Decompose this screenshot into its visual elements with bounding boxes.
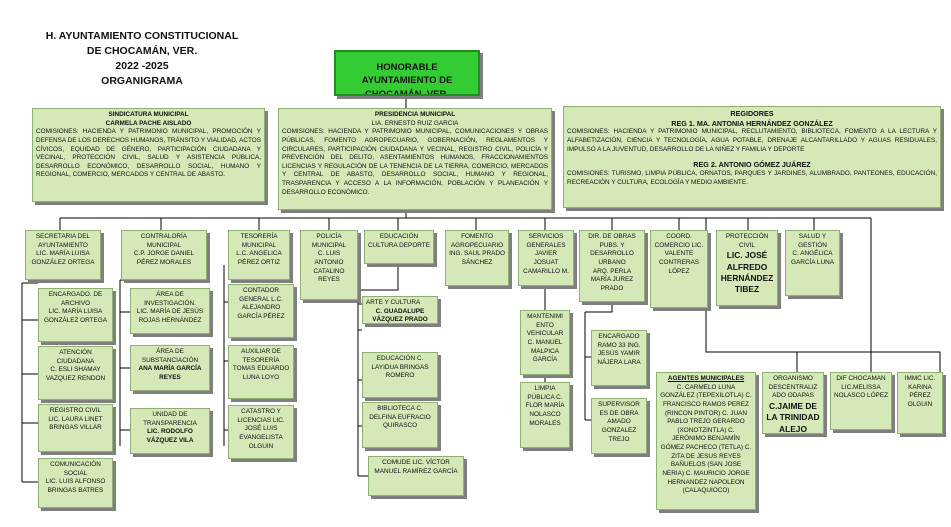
comunicacion-social-label: COMUNICACIÓN SOCIAL LIC. LUIS ALFONSO BR… — [45, 461, 106, 494]
area-substanciacion-title: ÁREA DE SUBSTANCIACIÓN — [141, 348, 199, 364]
auxiliar-tesoreria-box: AUXILIAR DE TESORERÍA TOMAS EDUARDO LUNA… — [228, 345, 294, 399]
tesoreria-label: TESORERÍA MUNICIPAL L.C. ANGELICA PÉREZ … — [236, 233, 282, 266]
comude-box: COMUDE LIC. VÍCTOR MANUEL RAMÍREZ GARCÍA — [368, 456, 464, 496]
proteccion-civil-title: PROTECCIÓN CIVIL — [725, 233, 769, 249]
secretaria-label: SECRETARIA DEL AYUNTAMIENTO LIC. MARÍA L… — [31, 233, 95, 266]
area-investigacion-box: ÁREA DE INVESTIGACIÓN. LIC. MARÍA DE JES… — [130, 288, 210, 334]
area-investigacion-label: ÁREA DE INVESTIGACIÓN. LIC. MARÍA DE JES… — [136, 291, 204, 324]
tesoreria-box: TESORERÍA MUNICIPAL L.C. ANGELICA PÉREZ … — [228, 230, 290, 280]
regidor-1-name: REG 1. MA. ANTONIA HERNÁNDEZ GONZÁLEZ — [671, 118, 833, 128]
comude-label: COMUDE LIC. VÍCTOR MANUEL RAMÍREZ GARCÍA — [374, 459, 458, 475]
presidencia-box: PRESIDENCIA MUNICIPAL LIA. ERNESTO RUIZ … — [278, 108, 552, 210]
dif-label: DIF CHOCAMAN LIC.MELISSA NOLASCO LÓPEZ — [834, 375, 888, 400]
ramo33-box: ENCARGADO RAMO 33 ING. JESÚS YAMIR NÁJER… — [591, 330, 647, 386]
obras-label: DIR. DE OBRAS PUBS. Y DESARROLLO URBANO … — [588, 233, 636, 292]
odapas-name: C.JAIME DE LA TRINIDAD ALEJO — [766, 400, 820, 434]
odapas-box: ORGANISMO DESCENTRALIZ ADO ODAPAS C.JAIM… — [762, 372, 824, 434]
educacion-box: EDUCACIÓN C. LAYIDUA BRINGAS ROMERO — [362, 352, 438, 398]
supervisores-label: SUPERVISOR ES DE OBRA AMADO GONZALEZ TRE… — [598, 401, 640, 443]
agentes-municipales-list: C. CARMELO LUNA GONZÁLEZ (TEPEXILOTLA) C… — [660, 383, 752, 495]
honorable-ayuntamiento-label: HONORABLE AYUNTAMIENTO DE CHOCAMÁN, VER. — [361, 62, 453, 96]
org-header: H. AYUNTAMIENTO CONSTITUCIONAL DE CHOCAM… — [22, 29, 262, 89]
honorable-ayuntamiento-box: HONORABLE AYUNTAMIENTO DE CHOCAMÁN, VER. — [334, 50, 480, 96]
regidores-title: REGIDORES — [730, 109, 774, 118]
document-type: ORGANIGRAMA — [101, 75, 183, 87]
regidor-2-comisiones: COMISIONES: TURISMO, LIMPIA PÚBLICA, ORN… — [567, 170, 937, 186]
period: 2022 -2025 — [115, 60, 169, 72]
sindicatura-title: SINDICATURA MUNICIPAL — [108, 111, 189, 118]
auxiliar-tesoreria-label: AUXILIAR DE TESORERÍA TOMAS EDUARDO LUNA… — [232, 348, 290, 381]
sindicatura-name: CARMELA PACHE AISLADO — [105, 119, 192, 127]
limpia-publica-box: LIMPIA PÚBLICA C. FLOR MARÍA NOLASCO MOR… — [520, 382, 570, 448]
regidor-2-name: REG 2. ANTONIO GÓMEZ JUÁREZ — [693, 160, 811, 170]
regidor-1-comisiones: COMISIONES: HACIENDA Y PATRIMONIO MUNICI… — [567, 128, 937, 153]
area-substanciacion-box: ÁREA DE SUBSTANCIACIÓN ANA MARÍA GARCÍA … — [130, 345, 210, 391]
agentes-municipales-box: AGENTES MUNICIPALES C. CARMELO LUNA GONZ… — [656, 372, 756, 510]
mantenimiento-box: MANTENIMI ENTO VEHICULAR C. MANUEL MALPI… — [520, 310, 570, 375]
salud-box: SALUD Y GESTIÓN C. ANGÉLICA GARCÍA LUNA — [785, 230, 840, 296]
contraloria-box: CONTRALORÍA MUNICIPAL C.P. JORGE DANIEL … — [121, 230, 207, 280]
arte-cultura-title: ARTE Y CULTURA — [366, 299, 421, 306]
servicios-label: SERVICIOS GENERALES JAVIER JOSUAT CAMARI… — [523, 233, 569, 275]
comercio-label: COORD. COMERCIO LIC. VALENTE CONTRERAS L… — [654, 233, 704, 275]
registro-civil-box: REGISTRO CIVIL LIC. LAURA LINET BRINGAS … — [38, 404, 113, 452]
limpia-publica-label: LIMPIA PÚBLICA C. FLOR MARÍA NOLASCO MOR… — [525, 385, 565, 427]
unidad-transparencia-name: LIC. RODOLFO VÁZQUEZ VILA — [146, 428, 194, 444]
sindicatura-box: SINDICATURA MUNICIPAL CARMELA PACHE AISL… — [32, 108, 265, 202]
municipality-title: H. AYUNTAMIENTO CONSTITUCIONAL — [45, 30, 239, 42]
presidencia-title: PRESIDENCIA MUNICIPAL — [374, 111, 456, 118]
servicios-box: SERVICIOS GENERALES JAVIER JOSUAT CAMARI… — [518, 230, 574, 286]
biblioteca-label: BIBLIOTECA C. DELFINA EUFRACIO QUIRASCO — [369, 405, 431, 430]
odapas-title: ORGANISMO DESCENTRALIZ ADO ODAPAS — [768, 375, 818, 400]
proteccion-civil-box: PROTECCIÓN CIVIL LIC. JOSÉ ALFREDO HERNÁ… — [716, 230, 778, 306]
unidad-transparencia-box: UNIDAD DE TRANSPARENCIA LIC. RODOLFO VÁZ… — [130, 408, 210, 454]
arte-cultura-box: ARTE Y CULTURA C. GUADALUPE VÁZQUEZ PRAD… — [362, 296, 438, 324]
presidencia-comisiones: COMISIONES: HACIENDA Y PATRIMONIO MUNICI… — [282, 128, 548, 196]
registro-civil-label: REGISTRO CIVIL LIC. LAURA LINET BRINGAS … — [48, 407, 103, 432]
secretaria-box: SECRETARIA DEL AYUNTAMIENTO LIC. MARÍA L… — [25, 230, 101, 280]
policia-label: POLICÍA MUNICIPAL C. LUIS ANTONIO CATALI… — [311, 233, 347, 284]
arte-cultura-name: C. GUADALUPE VÁZQUEZ PRADO — [372, 307, 428, 324]
educacion-cultura-label: EDUCACIÓN CULTURA DEPORTE — [368, 233, 430, 249]
biblioteca-box: BIBLIOTECA C. DELFINA EUFRACIO QUIRASCO — [362, 402, 438, 448]
fomento-label: FOMENTO AGROPECUARIO ING. SAUL PRADO SÁN… — [449, 233, 505, 266]
educacion-label: EDUCACIÓN C. LAYIDUA BRINGAS ROMERO — [371, 355, 429, 380]
contador-label: CONTADOR GENERAL L.C. ALEJANDRO GARCÍA P… — [237, 287, 285, 320]
policia-box: POLICÍA MUNICIPAL C. LUIS ANTONIO CATALI… — [300, 230, 358, 300]
archivo-label: ENCARGADO. DE ARCHIVO LIC. MARÍA LUISA G… — [43, 291, 108, 324]
archivo-box: ENCARGADO. DE ARCHIVO LIC. MARÍA LUISA G… — [38, 288, 113, 342]
atencion-ciudadana-box: ATENCIÓN CIUDADANA C. ESLI SHAMAY VAZQUE… — [38, 346, 113, 400]
proteccion-civil-name: LIC. JOSÉ ALFREDO HERNÁNDEZ TIBEZ — [720, 250, 774, 295]
regidores-box: REGIDORES REG 1. MA. ANTONIA HERNÁNDEZ G… — [563, 106, 941, 208]
mantenimiento-label: MANTENIMI ENTO VEHICULAR C. MANUEL MALPI… — [526, 313, 564, 364]
comercio-box: COORD. COMERCIO LIC. VALENTE CONTRERAS L… — [650, 230, 708, 308]
municipality-subtitle: DE CHOCAMÁN, VER. — [86, 45, 198, 57]
fomento-box: FOMENTO AGROPECUARIO ING. SAUL PRADO SÁN… — [445, 230, 509, 286]
supervisores-box: SUPERVISOR ES DE OBRA AMADO GONZALEZ TRE… — [591, 398, 647, 454]
comunicacion-social-box: COMUNICACIÓN SOCIAL LIC. LUIS ALFONSO BR… — [38, 458, 113, 508]
obras-box: DIR. DE OBRAS PUBS. Y DESARROLLO URBANO … — [579, 230, 645, 302]
immc-box: IMMC LIC. KARINA PÉREZ OLGUIN — [897, 372, 943, 434]
dif-box: DIF CHOCAMAN LIC.MELISSA NOLASCO LÓPEZ — [830, 372, 892, 430]
ramo33-label: ENCARGADO RAMO 33 ING. JESÚS YAMIR NÁJER… — [597, 333, 641, 366]
catastro-label: CATASTRO Y LICENCIAS LIC. JOSÉ LUIS EVAN… — [237, 408, 285, 450]
immc-label: IMMC LIC. KARINA PÉREZ OLGUIN — [904, 375, 936, 408]
catastro-box: CATASTRO Y LICENCIAS LIC. JOSÉ LUIS EVAN… — [228, 405, 294, 459]
contraloria-label: CONTRALORÍA MUNICIPAL C.P. JORGE DANIEL … — [133, 233, 195, 266]
area-substanciacion-name: ANA MARÍA GARCÍA REYES — [138, 365, 202, 381]
unidad-transparencia-title: UNIDAD DE TRANSPARENCIA — [143, 411, 197, 427]
salud-label: SALUD Y GESTIÓN C. ANGÉLICA GARCÍA LUNA — [791, 233, 834, 266]
atencion-ciudadana-label: ATENCIÓN CIUDADANA C. ESLI SHAMAY VAZQUE… — [45, 349, 106, 382]
sindicatura-comisiones: COMISIONES: HACIENDA Y PATRIMONIO MUNICI… — [36, 128, 261, 179]
agentes-municipales-title: AGENTES MUNICIPALES — [667, 375, 745, 382]
presidencia-name: LIA. ERNESTO RUIZ GARCIA — [371, 119, 459, 127]
contador-box: CONTADOR GENERAL L.C. ALEJANDRO GARCÍA P… — [228, 284, 294, 338]
educacion-cultura-box: EDUCACIÓN CULTURA DEPORTE — [364, 230, 434, 264]
